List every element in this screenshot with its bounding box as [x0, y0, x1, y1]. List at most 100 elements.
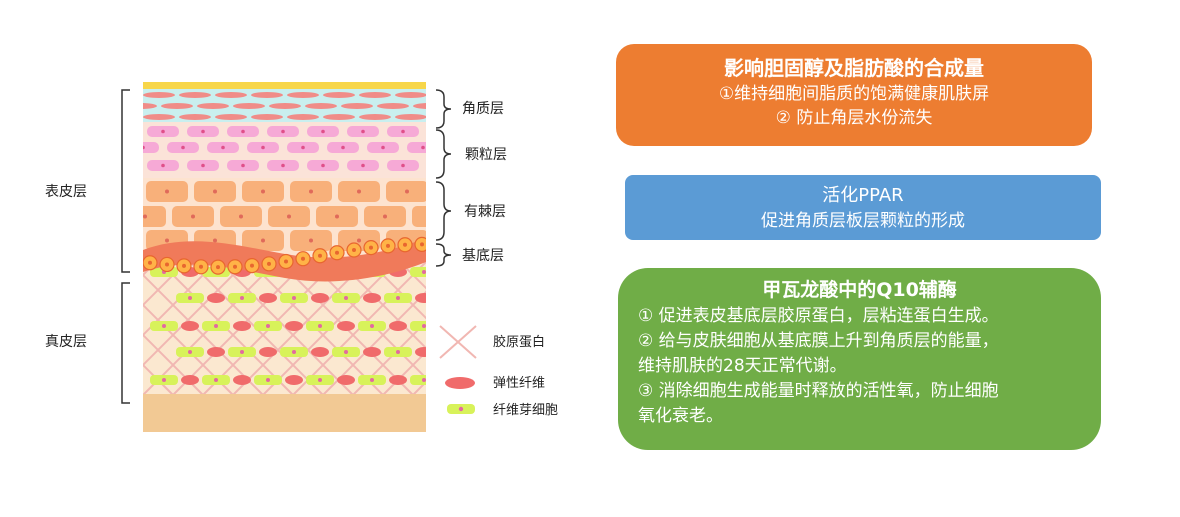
corneum-label: 角质层 — [462, 101, 504, 117]
cell-nucleus — [381, 145, 385, 150]
elastic-fiber — [441, 267, 459, 277]
epidermis-bracket — [121, 89, 130, 273]
q10-line-5: 氧化衰老。 — [638, 406, 723, 426]
cell-nucleus — [396, 296, 400, 300]
cell-nucleus — [422, 324, 426, 328]
elastic-fiber — [337, 321, 355, 331]
cell-nucleus — [321, 163, 325, 168]
collagen-fiber — [0, 245, 53, 395]
subcutaneous-band — [143, 394, 426, 432]
cell-nucleus — [386, 243, 390, 248]
cell-nucleus — [233, 264, 237, 269]
cell-nucleus — [357, 238, 361, 243]
cell-nucleus — [335, 214, 339, 219]
cell-nucleus — [191, 214, 195, 219]
corneum-cell — [323, 114, 355, 120]
cell-nucleus — [188, 350, 192, 354]
cell-nucleus — [261, 189, 265, 194]
legend-label-elastic: 弹性纤维 — [493, 376, 545, 391]
cell-nucleus — [369, 245, 373, 250]
skin-layers — [0, 82, 600, 432]
elastic-fiber — [233, 375, 251, 385]
cell-nucleus — [309, 238, 313, 243]
elastic-fiber — [311, 347, 329, 357]
collagen-fiber — [593, 245, 600, 395]
cell-nucleus — [281, 163, 285, 168]
elastic-fiber — [337, 375, 355, 385]
cell-nucleus — [241, 163, 245, 168]
cell-nucleus — [292, 296, 296, 300]
cell-nucleus — [165, 189, 169, 194]
collagen-fiber — [593, 245, 600, 395]
q10-line-4: ③ 消除细胞生成能量时释放的活性氧，防止细胞 — [638, 381, 999, 401]
corneum-cell — [305, 103, 337, 109]
basale-brace — [435, 243, 452, 267]
elastic-fiber — [415, 347, 426, 357]
skin-cross-section-diagram: 表皮层 真皮层 角质层 颗粒层 有棘层 基底层 胶原蛋白 弹性纤维 纤维芽细胞 — [0, 82, 600, 434]
cell-nucleus — [396, 350, 400, 354]
fibroblast-cell — [410, 321, 426, 331]
corneum-brace — [435, 89, 452, 129]
corneum-cell — [413, 103, 426, 109]
elastic-fiber — [207, 293, 225, 303]
cell-nucleus — [201, 163, 205, 168]
granulosum-cell — [407, 142, 426, 153]
cell-nucleus — [240, 296, 244, 300]
cell-nucleus — [309, 189, 313, 194]
cell-nucleus — [182, 263, 186, 268]
cell-nucleus — [403, 242, 407, 247]
cell-nucleus — [214, 378, 218, 382]
collagen-fiber — [382, 350, 426, 396]
cell-nucleus — [344, 350, 348, 354]
cell-nucleus — [181, 145, 185, 150]
collagen-fiber — [0, 245, 113, 395]
cell-nucleus — [341, 145, 345, 150]
corneum-cell — [287, 114, 319, 120]
elastic-fiber — [181, 375, 199, 385]
elastic-fiber — [389, 321, 407, 331]
spinosum-brace — [435, 181, 452, 241]
cell-nucleus — [361, 163, 365, 168]
q10-info-box: 甲瓦龙酸中的Q10辅酶 ① 促进表皮基底层胶原蛋白，层粘连蛋白生成。 ② 给与皮… — [618, 268, 1101, 450]
cell-nucleus — [162, 324, 166, 328]
corneum-cells — [143, 92, 463, 120]
cell-nucleus — [266, 378, 270, 382]
collagen-fiber — [533, 245, 600, 395]
corneum-cell — [431, 114, 463, 120]
collagen-fiber — [322, 290, 426, 396]
q10-line-3: 维持肌肤的28天正常代谢。 — [638, 356, 847, 376]
cell-nucleus — [370, 378, 374, 382]
dermis-label: 真皮层 — [45, 334, 87, 350]
collagen-fiber — [0, 245, 23, 395]
cell-nucleus — [143, 145, 145, 150]
corneum-cell — [287, 92, 319, 98]
cell-nucleus — [165, 262, 169, 267]
cell-nucleus — [143, 214, 147, 219]
cell-nucleus — [318, 324, 322, 328]
granulosum-cell — [427, 160, 459, 171]
cell-nucleus — [292, 350, 296, 354]
cell-nucleus — [318, 378, 322, 382]
corneum-cell — [341, 103, 373, 109]
ppar-line-1: 促进角质层板层颗粒的形成 — [761, 211, 965, 231]
cell-nucleus — [422, 270, 426, 274]
cell-nucleus — [241, 129, 245, 134]
cell-nucleus — [239, 214, 243, 219]
collagen-fiber — [382, 244, 426, 290]
cell-nucleus — [401, 163, 405, 168]
spinosum-label: 有棘层 — [464, 204, 506, 220]
corneum-cell — [323, 92, 355, 98]
basale-label: 基底层 — [462, 247, 504, 264]
cell-nucleus — [266, 324, 270, 328]
legend-label-collagen: 胶原蛋白 — [493, 334, 545, 350]
cell-nucleus — [301, 256, 305, 261]
corneum-cell — [431, 92, 463, 98]
cell-nucleus — [188, 296, 192, 300]
corneum-cell — [395, 92, 426, 98]
corneum-cell — [359, 114, 391, 120]
cell-nucleus — [214, 324, 218, 328]
cell-nucleus — [162, 378, 166, 382]
spinosum-cell — [412, 206, 426, 227]
legend-label-fibroblast: 纤维芽细胞 — [493, 403, 558, 418]
cell-nucleus — [422, 378, 426, 382]
